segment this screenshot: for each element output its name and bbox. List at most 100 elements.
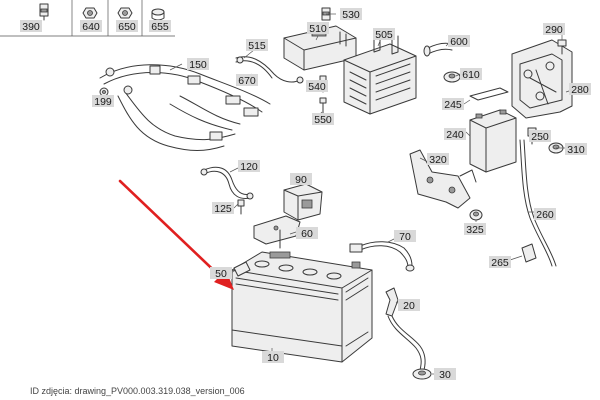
- part-label-505: 505: [375, 29, 393, 41]
- tube-clip: [521, 243, 537, 263]
- part-label-90: 90: [295, 174, 307, 186]
- part-label-290: 290: [545, 24, 563, 36]
- part-label-310: 310: [567, 144, 585, 156]
- ring-terminal: [99, 87, 109, 97]
- main-battery: [231, 251, 373, 363]
- top-strip: 390 640 650 655: [0, 0, 175, 37]
- part-label-515: 515: [248, 40, 266, 52]
- part-label-bg: [210, 267, 232, 279]
- auxiliary-battery: [469, 109, 517, 173]
- part-label-bg: [212, 202, 234, 214]
- part-label-245: 245: [444, 99, 462, 111]
- nut-icon: [82, 7, 98, 19]
- part-label-bg: [296, 227, 318, 239]
- part-label-bg: [529, 130, 551, 142]
- battery-bracket: [409, 149, 477, 209]
- part-label-bg: [442, 98, 464, 110]
- part-label-bg: [427, 153, 449, 165]
- part-label-bg: [394, 230, 416, 242]
- part-label-bg: [340, 8, 362, 20]
- part-label-20: 20: [403, 300, 415, 312]
- part-label-610: 610: [462, 69, 480, 81]
- mounting-bracket: [511, 39, 573, 119]
- strip-label: 640: [82, 21, 100, 33]
- part-labels: 510 530 515 505 600 290 150 670 540 610 …: [92, 8, 591, 381]
- part-label-260: 260: [536, 209, 554, 221]
- pointer-arrow: [118, 179, 234, 290]
- part-label-250: 250: [531, 131, 549, 143]
- part-label-550: 550: [314, 114, 332, 126]
- image-id-caption: ID zdjęcia: drawing_PV000.003.319.038_ve…: [30, 386, 245, 396]
- part-label-bg: [373, 28, 395, 40]
- strip-label-bg: [20, 20, 42, 32]
- part-label-540: 540: [308, 81, 326, 93]
- part-label-670: 670: [238, 75, 256, 87]
- part-label-bg: [543, 23, 565, 35]
- part-label-60: 60: [301, 228, 313, 240]
- bushing-icon: [151, 8, 165, 21]
- part-label-bg: [312, 113, 334, 125]
- part-label-bg: [290, 173, 312, 185]
- part-label-510: 510: [309, 23, 327, 35]
- part-label-530: 530: [342, 9, 360, 21]
- bolt-part: [319, 97, 327, 115]
- battery-tray: [343, 33, 417, 115]
- part-label-bg: [489, 256, 511, 268]
- strip-label: 390: [22, 21, 40, 33]
- hold-down-clamp: [469, 87, 509, 101]
- part-label-bg: [398, 299, 420, 311]
- part-label-bg: [307, 22, 329, 34]
- part-label-bg: [262, 351, 284, 363]
- nut-icon: [117, 7, 133, 19]
- part-label-bg: [534, 208, 556, 220]
- bracket-cable: [235, 56, 304, 84]
- strip-label-bg: [149, 20, 171, 32]
- wiring-harness: [99, 64, 271, 151]
- part-label-125: 125: [214, 203, 232, 215]
- part-label-240: 240: [446, 129, 464, 141]
- part-label-bg: [306, 80, 328, 92]
- part-label-bg: [444, 128, 466, 140]
- vent-tube: [519, 139, 557, 267]
- clip-icon: [39, 3, 49, 21]
- part-label-bg: [246, 39, 268, 51]
- strip-label-bg: [116, 20, 138, 32]
- part-label-bg: [448, 35, 470, 47]
- part-label-120: 120: [240, 161, 258, 173]
- part-label-bg: [460, 68, 482, 80]
- bolt-part: [237, 199, 245, 215]
- fuse-bracket: [283, 183, 323, 221]
- part-label-bg: [569, 83, 591, 95]
- drain-grommet: [412, 368, 432, 380]
- part-label-10: 10: [267, 352, 279, 364]
- part-label-320: 320: [429, 154, 447, 166]
- vent-elbow: [385, 287, 426, 371]
- part-label-280: 280: [571, 84, 589, 96]
- strip-label-bg: [80, 20, 102, 32]
- strip-label: 655: [151, 21, 169, 33]
- part-label-bg: [236, 74, 258, 86]
- nut-part: [443, 71, 461, 83]
- vent-hose: [423, 42, 453, 57]
- part-label-bg: [92, 95, 114, 107]
- hold-down-plate: [253, 215, 301, 249]
- part-label-199: 199: [94, 96, 112, 108]
- part-label-bg: [464, 223, 486, 235]
- part-label-265: 265: [491, 257, 509, 269]
- part-label-325: 325: [466, 224, 484, 236]
- part-label-70: 70: [399, 231, 411, 243]
- strip-labels: 390 640 650 655: [20, 20, 171, 33]
- part-label-bg: [434, 368, 456, 380]
- nut-part: [469, 209, 483, 221]
- part-label-30: 30: [439, 369, 451, 381]
- part-label-600: 600: [450, 36, 468, 48]
- ground-cable: [200, 166, 254, 200]
- terminal-cover: [233, 261, 251, 277]
- positive-cable: [349, 241, 415, 272]
- part-label-bg: [565, 143, 587, 155]
- strip-label: 650: [118, 21, 136, 33]
- part-label-150: 150: [189, 59, 207, 71]
- part-label-bg: [187, 58, 209, 70]
